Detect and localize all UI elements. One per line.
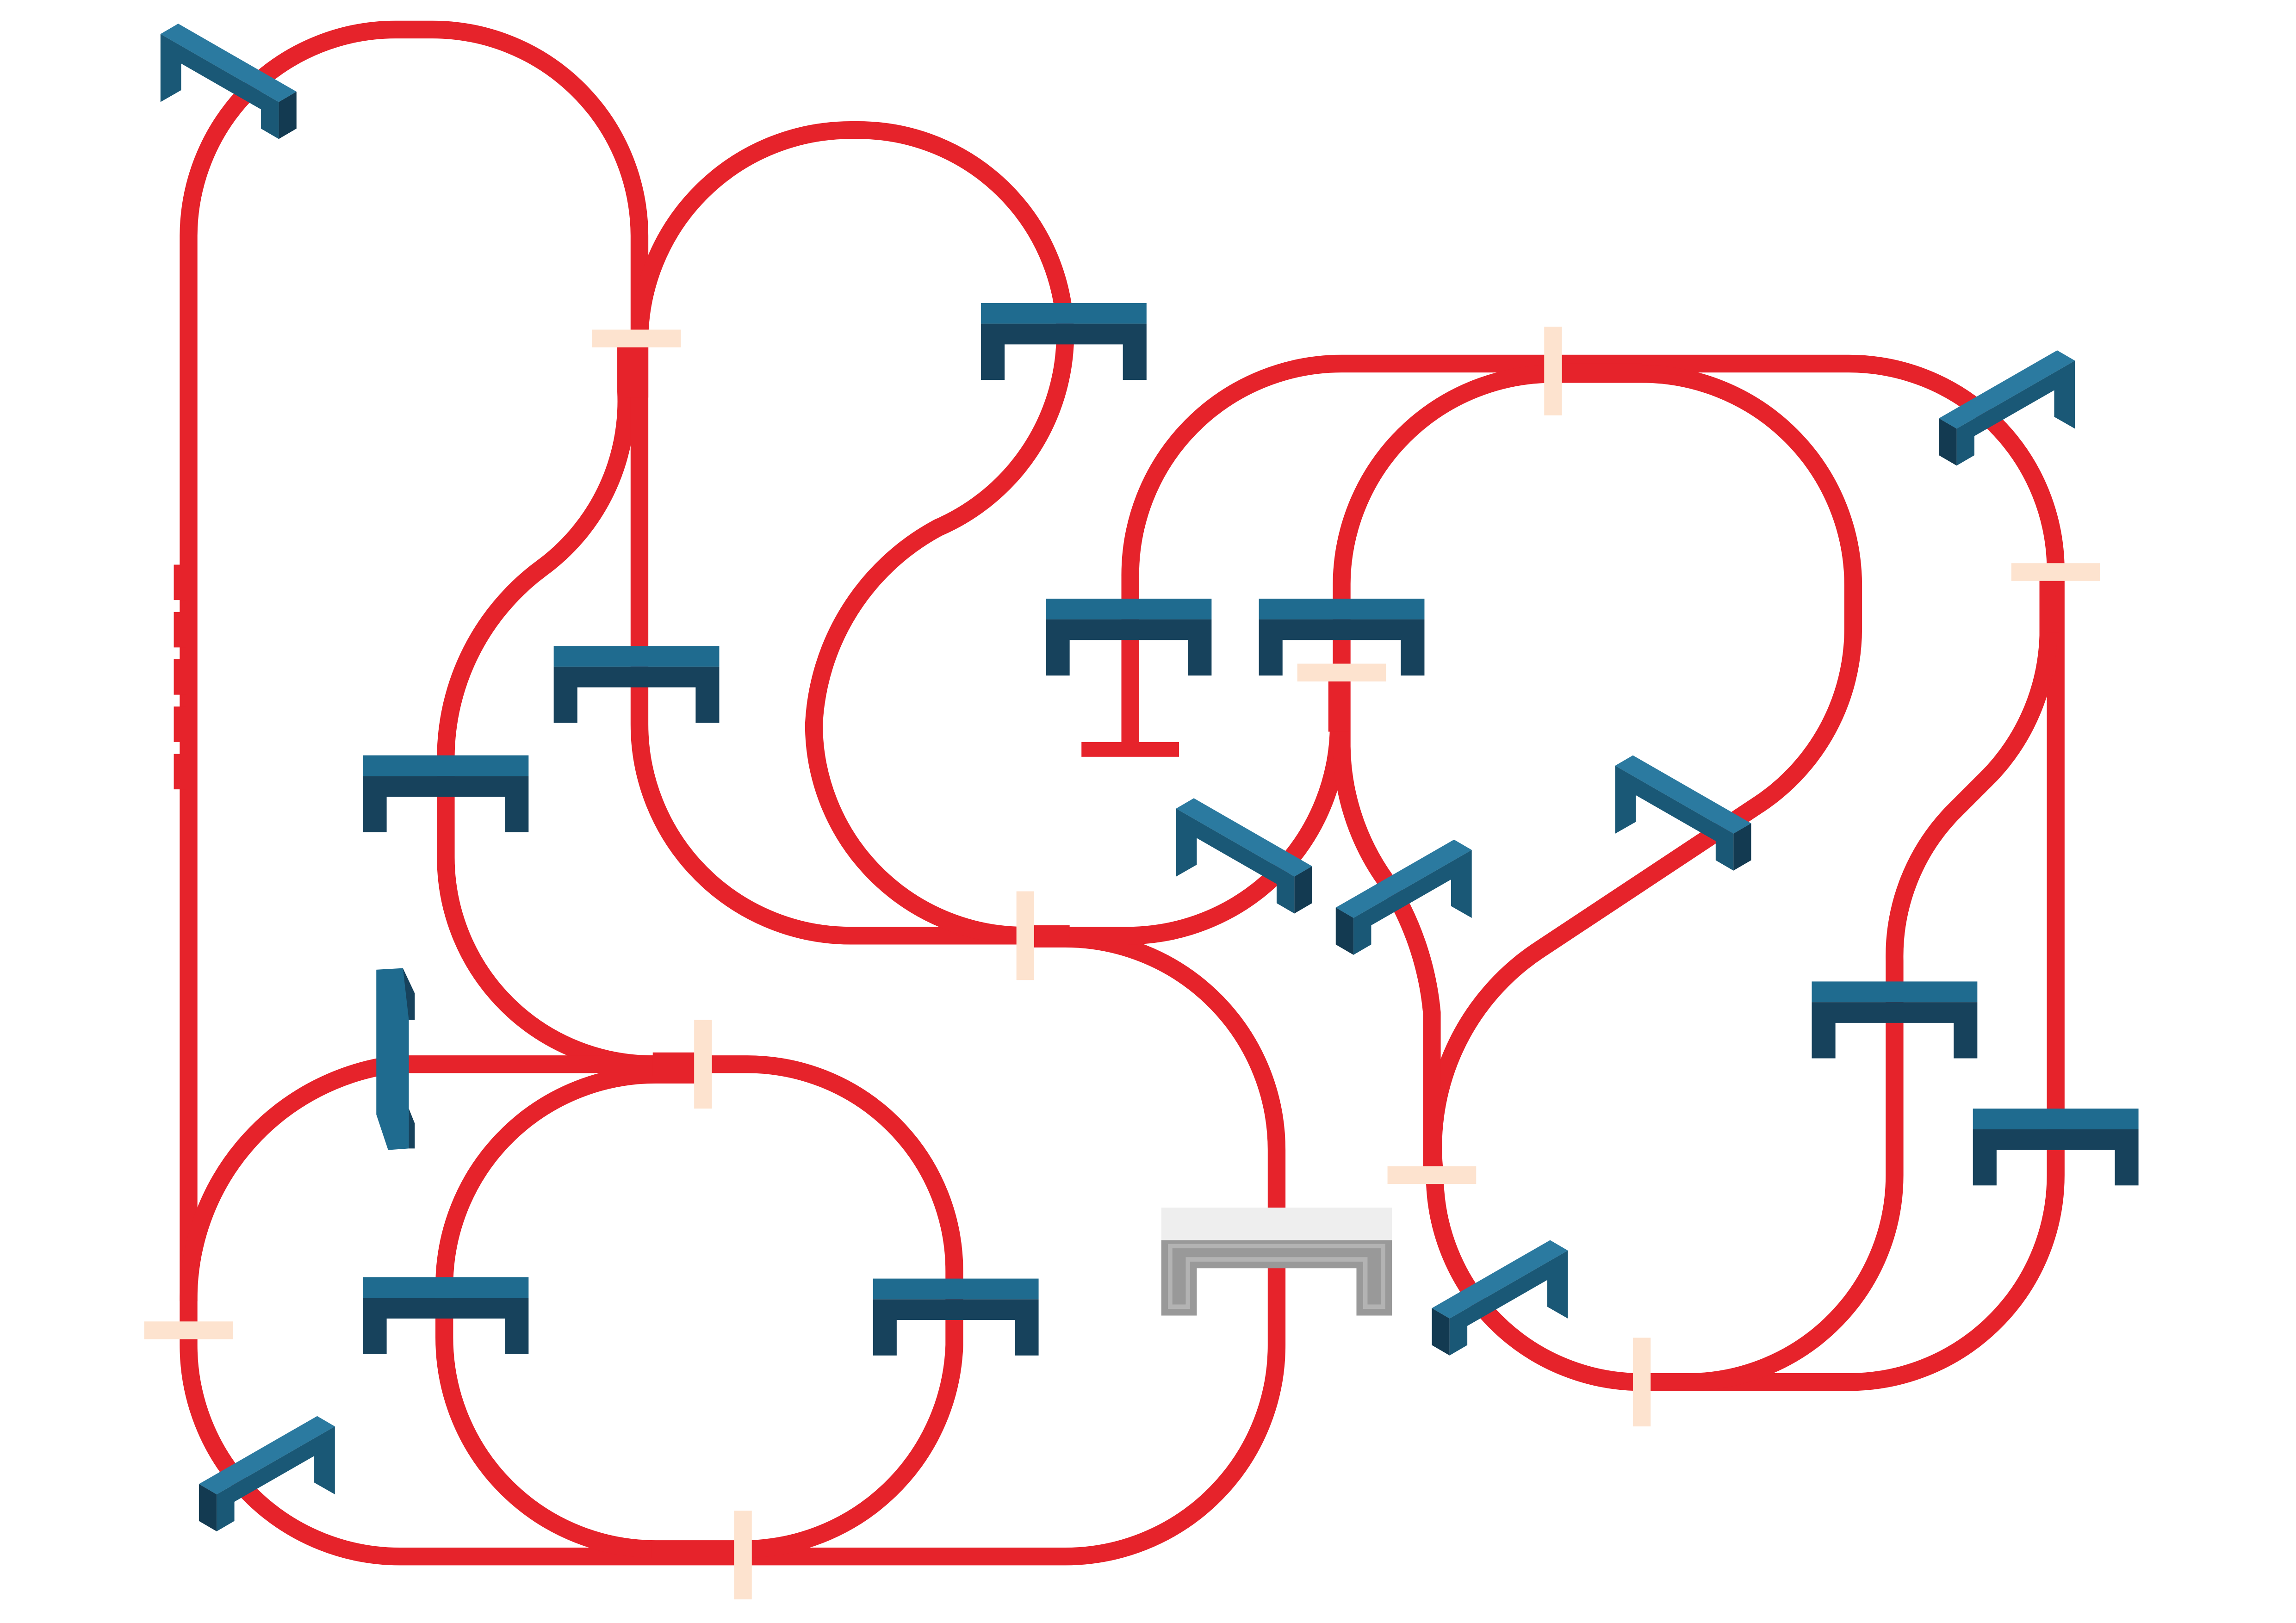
- bridge-pier-icon[interactable]: [1335, 839, 1472, 955]
- junction-block: [181, 1271, 193, 1331]
- track-left-s-curve: [437, 334, 712, 1073]
- buffer-stop-icon[interactable]: [1081, 742, 1179, 757]
- track-top-center-loop: [630, 121, 1074, 945]
- track-center-left-spur: [630, 331, 1033, 945]
- track-far-right-s-curve: [1632, 564, 2057, 1391]
- bridge-pier-icon[interactable]: [376, 968, 415, 1150]
- junction-block: [625, 341, 649, 398]
- junction-block: [2047, 573, 2059, 633]
- track-right-inner-loop: [1333, 365, 1862, 1391]
- junction-block: [651, 1543, 743, 1558]
- junction-block: [1429, 1094, 1441, 1175]
- bridge-piers: [160, 24, 2139, 1531]
- selected-bridge-pier-icon[interactable]: [1161, 1208, 1392, 1316]
- track-joints: [144, 327, 2100, 1599]
- track-network: [174, 20, 2065, 1566]
- junction-block: [1328, 672, 1349, 732]
- track-outer-left-loop: [180, 20, 1286, 1566]
- junction-block: [1553, 363, 1642, 378]
- track-lower-left-oval: [180, 1055, 963, 1558]
